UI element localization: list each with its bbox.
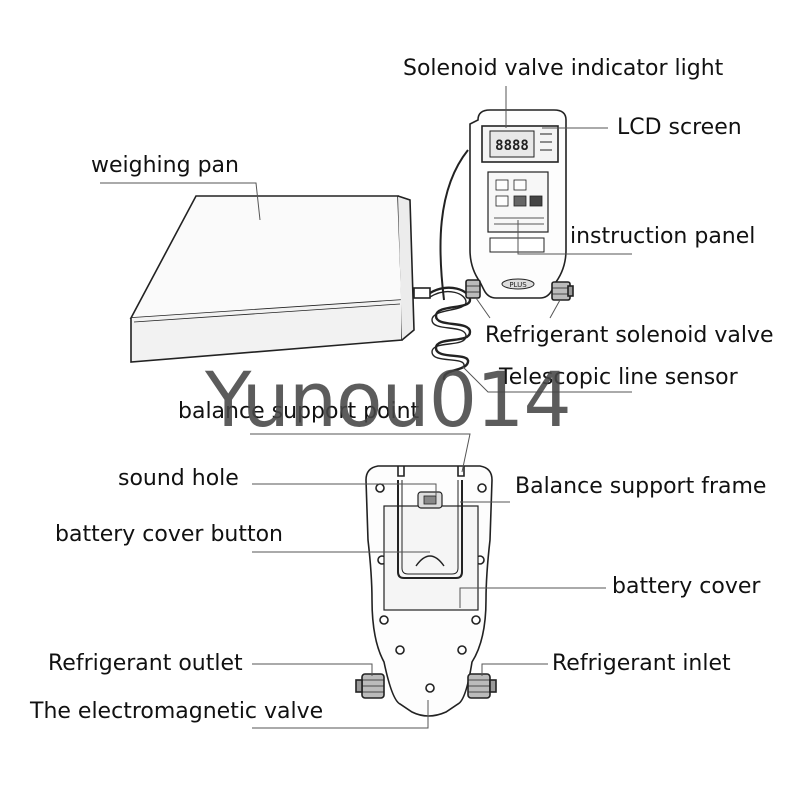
front-valve-right (551, 281, 574, 301)
watermark: Yunou014 (205, 355, 572, 444)
label-weighing-pan: weighing pan (91, 153, 239, 178)
leader-electromagnetic (252, 700, 429, 729)
leader-outlet (252, 663, 373, 676)
label-lcd-screen: LCD screen (617, 115, 742, 140)
leader-balance-point (250, 433, 471, 473)
hand-unit-front-drawing: 8888 PLUS (465, 109, 574, 301)
leader-refrigerant-solenoid (549, 299, 561, 319)
label-balance-support-point: balance support point (178, 399, 420, 424)
label-balance-support-frame: Balance support frame (515, 474, 767, 499)
label-electromagnetic-valve: The electromagnetic valve (30, 699, 324, 724)
back-valve-left (355, 673, 385, 699)
leader-weighing-pan (100, 182, 261, 221)
leader-battery-cover (459, 587, 606, 608)
leader-lines (100, 86, 632, 729)
label-refrigerant-outlet: Refrigerant outlet (48, 651, 243, 676)
label-instruction-panel: instruction panel (570, 224, 756, 249)
label-battery-cover-button: battery cover button (55, 522, 284, 547)
leader-inlet (481, 663, 548, 676)
label-telescopic-line-sensor: Telescopic line sensor (499, 365, 738, 390)
label-refrigerant-inlet: Refrigerant inlet (552, 651, 731, 676)
lcd-readout: 8888 (495, 138, 529, 154)
leader-refrigerant-solenoid-2 (475, 297, 491, 319)
leader-instruction-panel (517, 220, 632, 255)
label-battery-cover: battery cover (612, 574, 761, 599)
label-sound-hole: sound hole (118, 466, 239, 491)
label-solenoid-indicator: Solenoid valve indicator light (403, 56, 724, 81)
coiled-cable-drawing (429, 149, 472, 381)
leader-sound-hole (252, 483, 437, 496)
front-valve-left (465, 279, 481, 299)
weighing-pan-drawing (129, 195, 431, 363)
hand-unit-back-drawing (355, 465, 497, 717)
back-valve-right (467, 673, 497, 699)
label-refrigerant-solenoid-valve: Refrigerant solenoid valve (485, 323, 774, 348)
brand-mark: PLUS (509, 281, 527, 289)
leader-telescopic (461, 365, 632, 393)
